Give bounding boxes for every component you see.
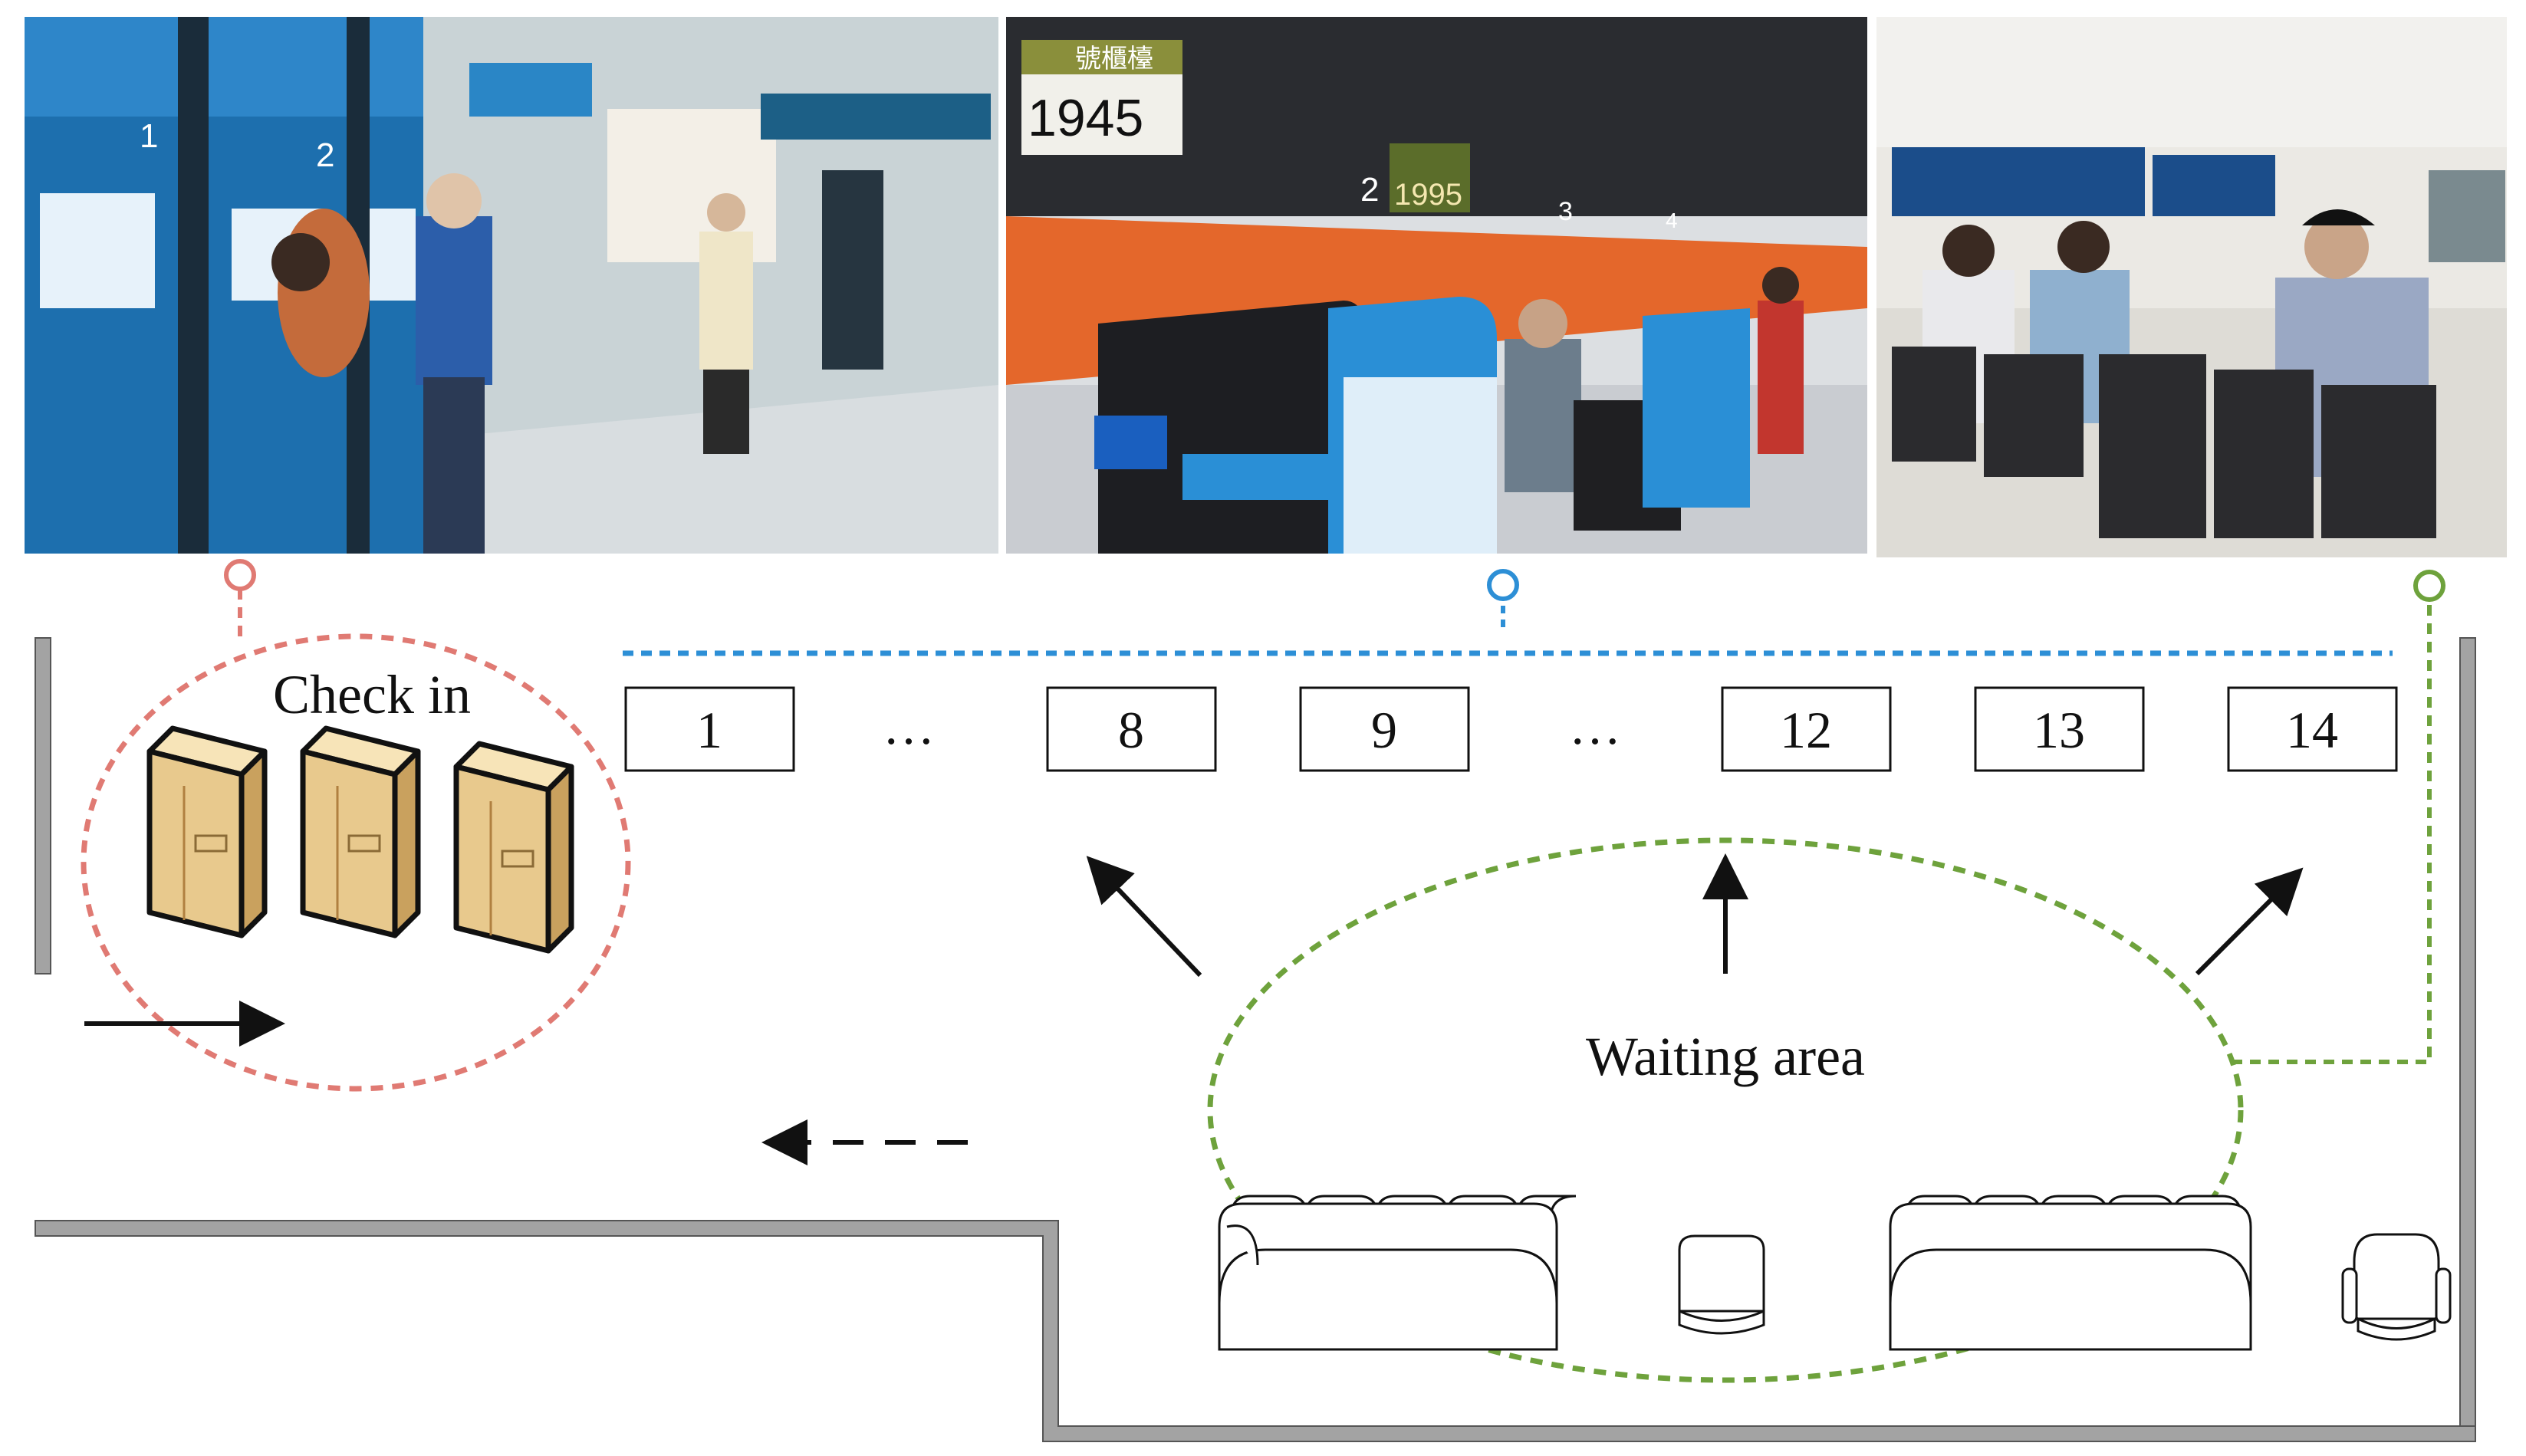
waiting-area-zone [1207,837,2244,1383]
waiting-photo-illustration [1876,17,2507,557]
left-wall [35,637,51,975]
armchair-right-icon [2341,1233,2452,1341]
photo-waiting-area [1876,17,2507,557]
sofa-left-icon [1218,1195,1577,1351]
counter-label: 14 [2286,701,2338,759]
counter-4-label: 4 [1666,209,1678,232]
check-in-label: Check in [273,664,471,725]
check-in-kiosk-2-icon [303,728,418,935]
photo-service-counters: 號櫃檯 1945 1995 2 3 4 [1006,17,1867,554]
right-wall [2459,637,2476,1442]
waiting-area-label: Waiting area [1586,1026,1865,1087]
counter-label: 12 [1780,701,1832,759]
kiosk-sign-1: 1 [140,117,158,155]
check-in-pin-icon [224,559,256,591]
counter-2-number: 1995 [1394,178,1462,212]
counter-2-label: 2 [1360,171,1379,209]
counter-label: 1 [696,701,722,759]
chair-center-icon [1678,1234,1765,1335]
counter-label: 8 [1118,701,1144,759]
counter-box: 9 [1299,686,1470,772]
counter-box: 14 [2227,686,2398,772]
counter-ellipsis: … [883,697,935,755]
photo-check-in-kiosks: 1 2 [25,17,998,554]
to-counters-right-arrow-icon [2195,867,2304,976]
counter-label: 9 [1371,701,1397,759]
counter-label: 13 [2033,701,2085,759]
counters-pin-icon [1487,569,1519,601]
counters-photo-illustration: 號櫃檯 1945 1995 2 3 4 [1006,17,1867,554]
kiosk-sign-2: 2 [316,136,334,174]
counter-box: 12 [1721,686,1892,772]
counter-box: 13 [1974,686,2145,772]
sofa-right-icon [1889,1195,2252,1351]
counter-ellipsis: … [1569,697,1621,755]
check-in-zone [81,633,631,1092]
counter-3-label: 3 [1558,197,1573,226]
counter-box: 8 [1046,686,1217,772]
counter-box: 1 [624,686,795,772]
bottom-wall [35,1220,2476,1442]
counter-1-number: 1945 [1028,89,1143,147]
check-in-kiosk-3-icon [456,744,571,951]
counter-sign-text: 號櫃檯 [1075,44,1153,74]
waiting-area-pin-icon [2413,570,2445,602]
check-in-photo-illustration: 1 2 [25,17,998,554]
waiting-area-connector [2232,600,2432,1064]
to-counters-left-arrow-icon [1086,856,1202,978]
check-in-kiosk-1-icon [150,728,265,935]
